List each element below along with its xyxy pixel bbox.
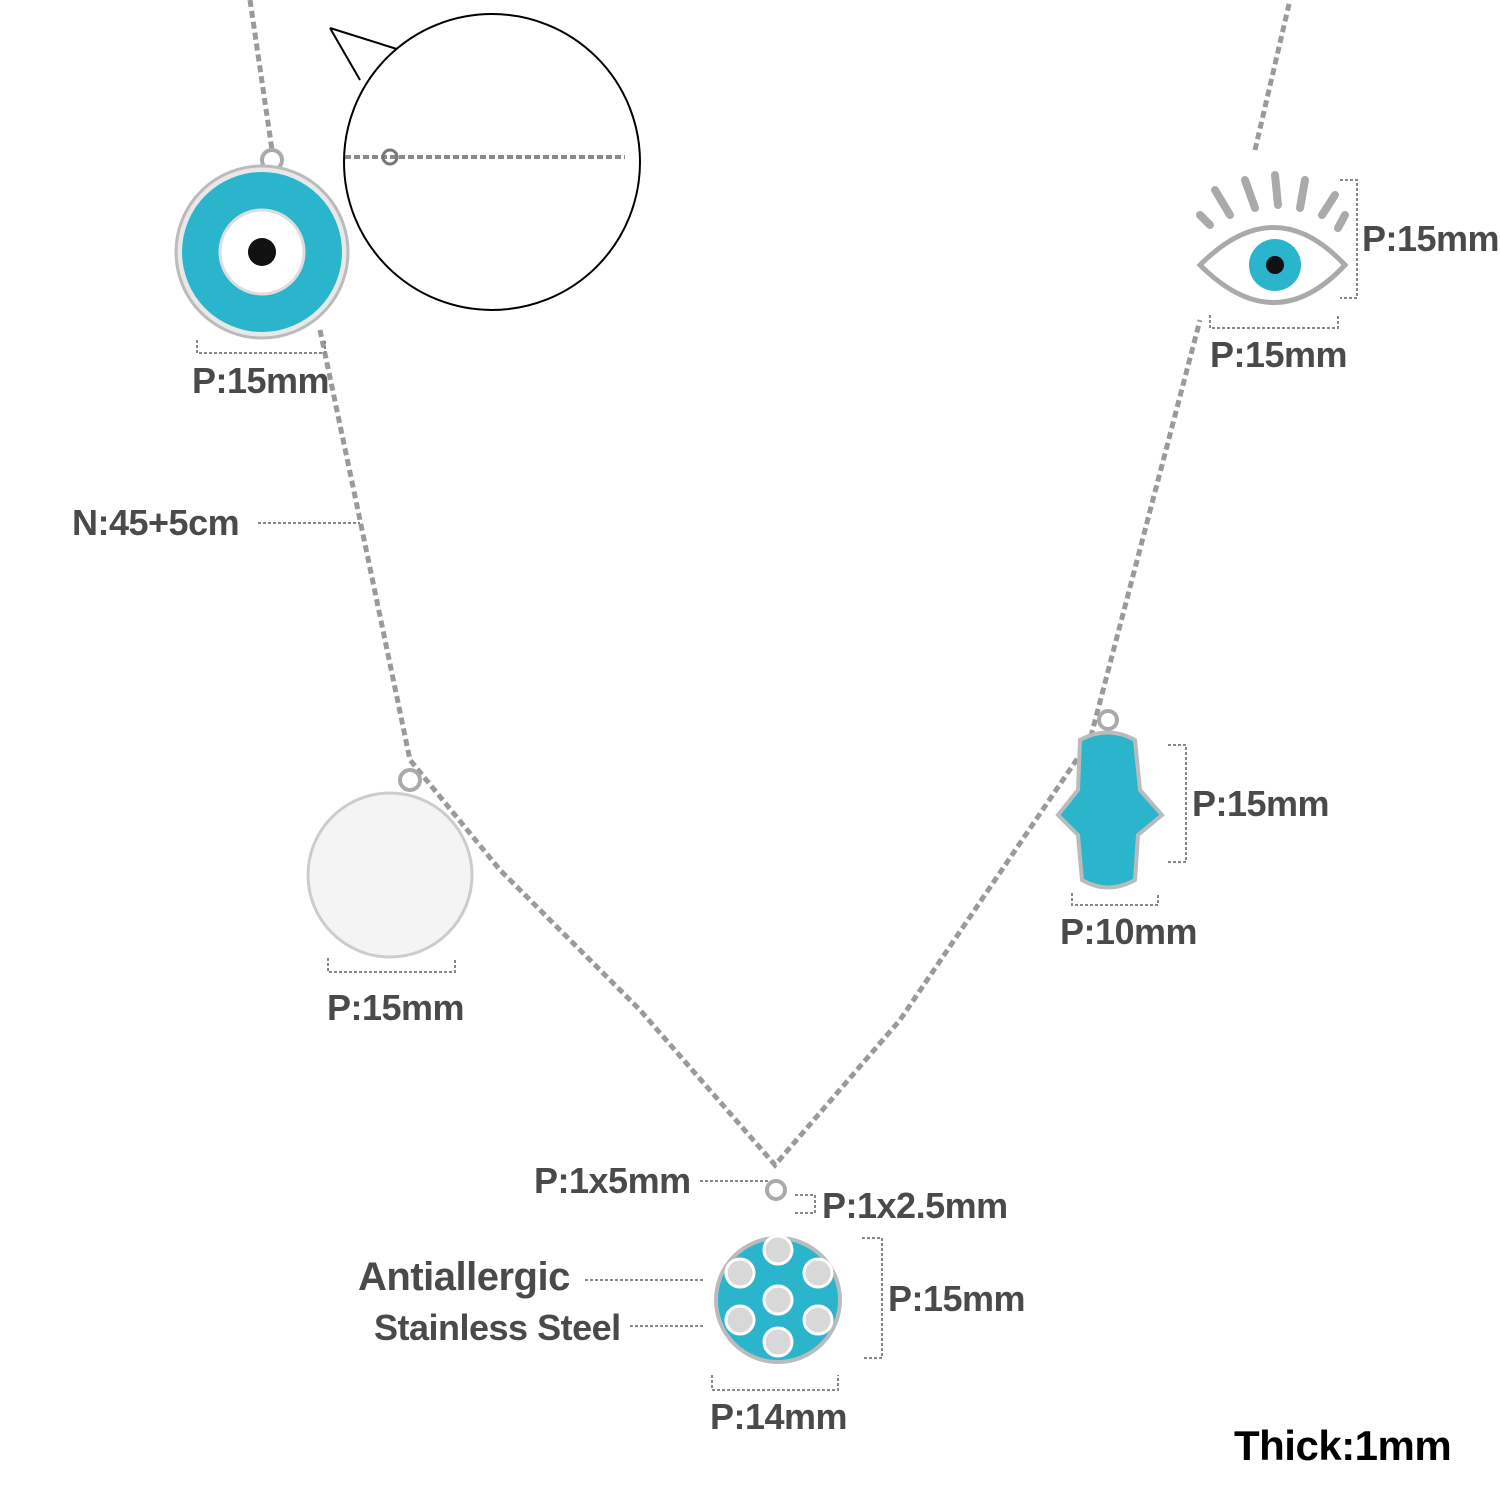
hamsa-height-label: P:15mm [1192, 783, 1330, 824]
evil-eye-round-pendant [174, 148, 350, 340]
hamsa-pendant [1055, 709, 1165, 890]
extension-chain-inset [329, 13, 641, 311]
necklace-length-label: N:45+5cm [72, 502, 240, 543]
disc-width-label: P:15mm [327, 987, 465, 1028]
chain [247, 0, 1293, 1169]
material-line2: Stainless Steel [374, 1307, 621, 1348]
eyelash-width-label: P:15mm [1210, 334, 1348, 375]
blank-disc-pendant [306, 768, 474, 959]
hamsa-width-label: P:10mm [1060, 911, 1198, 952]
eye-round-width-label: P:15mm [192, 360, 330, 401]
dimension-lines [196, 179, 1358, 1391]
material-line1: Antiallergic [358, 1255, 570, 1299]
eyelash-height-label: P:15mm [1362, 218, 1500, 259]
jump-ring-label: P:1x2.5mm [822, 1185, 1008, 1226]
flower-pendant [714, 1179, 842, 1364]
thickness-label: Thick:1mm [1234, 1422, 1452, 1469]
flower-width-label: P:14mm [710, 1396, 848, 1437]
bail-size-label: P:1x5mm [534, 1160, 691, 1201]
flower-height-label: P:15mm [888, 1278, 1026, 1319]
eyelash-eye-pendant [1196, 171, 1349, 305]
